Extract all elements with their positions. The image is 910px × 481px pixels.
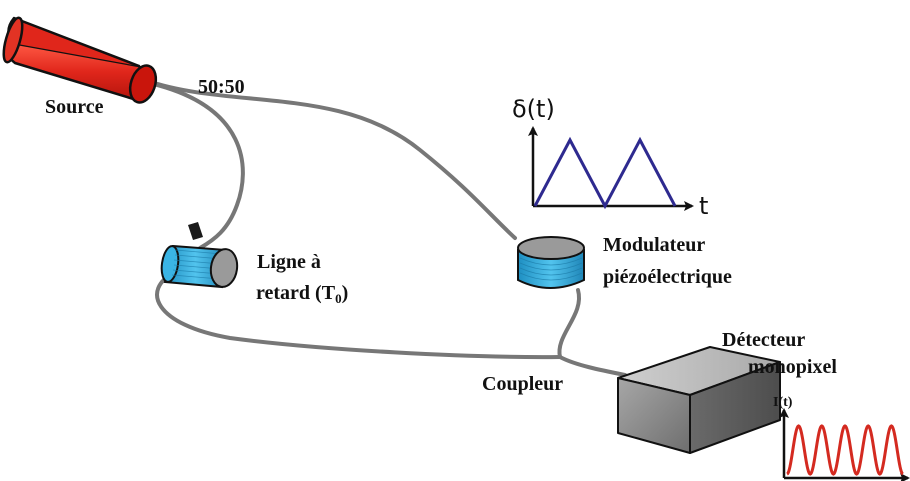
detector-box bbox=[617, 346, 781, 454]
fiber-to-modulator bbox=[143, 78, 517, 240]
intensity-y-label: I(t) bbox=[773, 395, 793, 410]
piezo-modulator-coil bbox=[517, 236, 585, 289]
delay-line-label-line1: Ligne à bbox=[257, 251, 321, 273]
modulator-label-line2: piézoélectrique bbox=[603, 266, 732, 288]
fiber-coupler-to-detector bbox=[558, 355, 627, 377]
modulation-x-label: t bbox=[699, 192, 708, 220]
modulation-triangle-wave bbox=[533, 136, 677, 210]
optical-fibers bbox=[143, 78, 627, 377]
fiber-to-delay-line bbox=[143, 80, 245, 250]
intensity-sine-wave bbox=[786, 424, 904, 476]
detector-label-line1: Détecteur bbox=[722, 329, 805, 351]
delay-line-label-line2: retard (T0) bbox=[256, 282, 348, 306]
modulation-y-label: δ(t) bbox=[512, 95, 555, 123]
fiber-modulator-to-coupler bbox=[557, 288, 582, 359]
coupler-label: Coupleur bbox=[482, 373, 563, 395]
modulator-label-line1: Modulateur bbox=[603, 234, 705, 256]
fiber-delay-to-coupler bbox=[155, 270, 562, 360]
delay-line-coil bbox=[160, 222, 239, 289]
detector-label-line2: monopixel bbox=[748, 356, 837, 378]
source-label: Source bbox=[45, 96, 104, 118]
intensity-plot: I(t) bbox=[773, 395, 910, 481]
splitter-label: 50:50 bbox=[198, 76, 245, 98]
modulation-plot: δ(t) t bbox=[512, 95, 708, 220]
laser-source bbox=[2, 16, 158, 104]
